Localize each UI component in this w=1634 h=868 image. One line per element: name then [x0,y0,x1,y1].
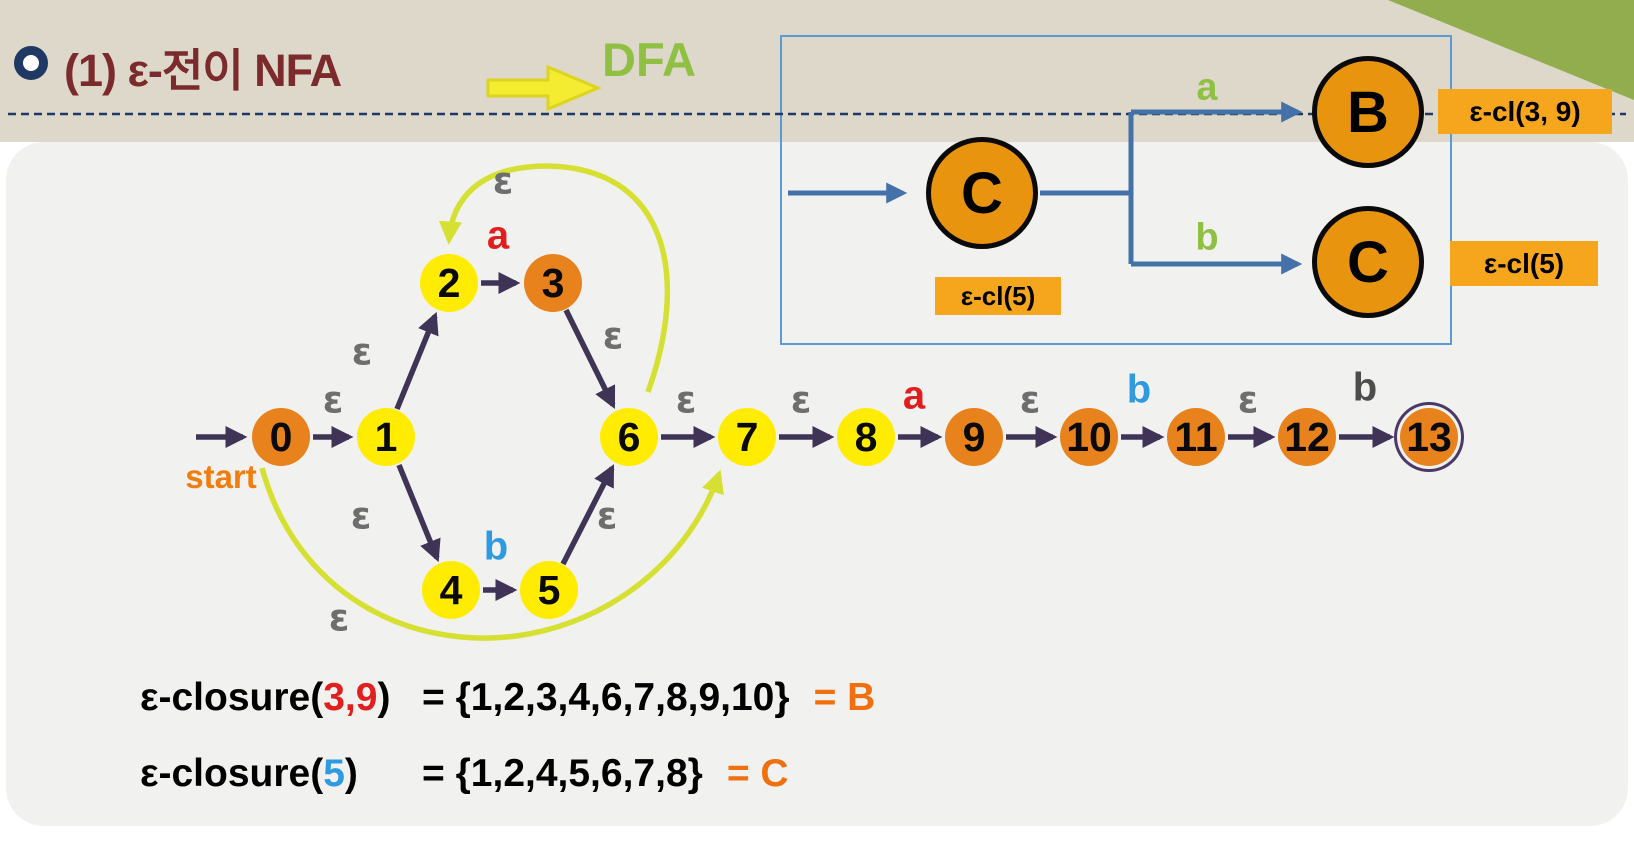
edge-label-10-11: b [1126,367,1152,412]
closure-1-post: ) [377,676,391,719]
closure-line-1: ε-closure(3,9)= {1,2,3,4,6,7,8,9,10}= B [140,676,875,720]
dfa-state-C2: C [1312,206,1424,318]
implies-arrow-icon [486,64,602,112]
edge-label-8-9: a [902,373,926,418]
closure-2-pre: ε-closure( [140,752,324,795]
closure-1-pre: ε-closure( [140,676,324,719]
nfa-state-1: 1 [357,408,415,466]
closure-2-arg: 5 [323,752,345,795]
closure-1-call: ε-closure(3,9) [140,676,422,720]
closure-2-result: = C [726,752,789,795]
nfa-state-9: 9 [945,408,1003,466]
edge-label-1-4: ε [350,494,372,538]
edge-label-0-1: ε [322,378,344,422]
edge-label-7-8: ε [790,378,812,422]
nfa-state-5: 5 [520,561,578,619]
nfa-state-6: 6 [600,408,658,466]
dfa-state-B: B [1312,56,1424,168]
nfa-state-10: 10 [1060,408,1118,466]
closure-2-set: = {1,2,4,5,6,7,8} [422,752,703,795]
edge-label-3-6: ε [602,314,624,358]
nfa-state-0: 0 [252,408,310,466]
edge-label-6-7: ε [675,378,697,422]
closure-1-set: = {1,2,3,4,6,7,8,9,10} [422,676,790,719]
nfa-state-12: 12 [1278,408,1336,466]
nfa-state-7: 7 [718,408,776,466]
nfa-state-4: 4 [422,561,480,619]
edge-label-12-13: b [1352,365,1378,410]
edge-label-4-5: b [483,524,509,569]
dfa-tag-ecl39: ε-cl(3, 9) [1438,89,1612,134]
edge-label-11-12: ε [1237,378,1259,422]
nfa-state-8: 8 [837,408,895,466]
dfa-edge-label-b: b [1195,216,1219,259]
closure-2-call: ε-closure(5) [140,752,422,796]
edge-label-2-3: a [486,213,510,258]
closure-2-post: ) [344,752,358,795]
dfa-state-C-main: C [926,137,1038,249]
dfa-tag-ecl5: ε-cl(5) [1450,241,1598,286]
dfa-inset-box [780,35,1452,345]
start-label: start [185,458,257,495]
page-title: (1) ε-전이 NFA [64,45,342,96]
bullet-icon [14,46,48,80]
dfa-edge-label-a: a [1196,66,1218,109]
edge-label-5-6: ε [596,494,618,538]
closure-1-result: = B [813,676,876,719]
edge-label-loop-bottom: ε [328,596,350,640]
nfa-state-3: 3 [524,254,582,312]
nfa-state-11: 11 [1167,408,1225,466]
edge-label-1-2: ε [351,330,373,374]
nfa-state-2: 2 [420,254,478,312]
title-dfa: DFA [602,33,696,86]
edge-label-9-10: ε [1019,378,1041,422]
edge-label-loop-top: ε [492,159,514,203]
dfa-tag-ecl5-main: ε-cl(5) [935,277,1061,315]
closure-line-2: ε-closure(5)= {1,2,4,5,6,7,8}= C [140,752,789,796]
nfa-state-13-final: 13 [1400,408,1458,466]
closure-1-arg: 3,9 [323,676,378,719]
